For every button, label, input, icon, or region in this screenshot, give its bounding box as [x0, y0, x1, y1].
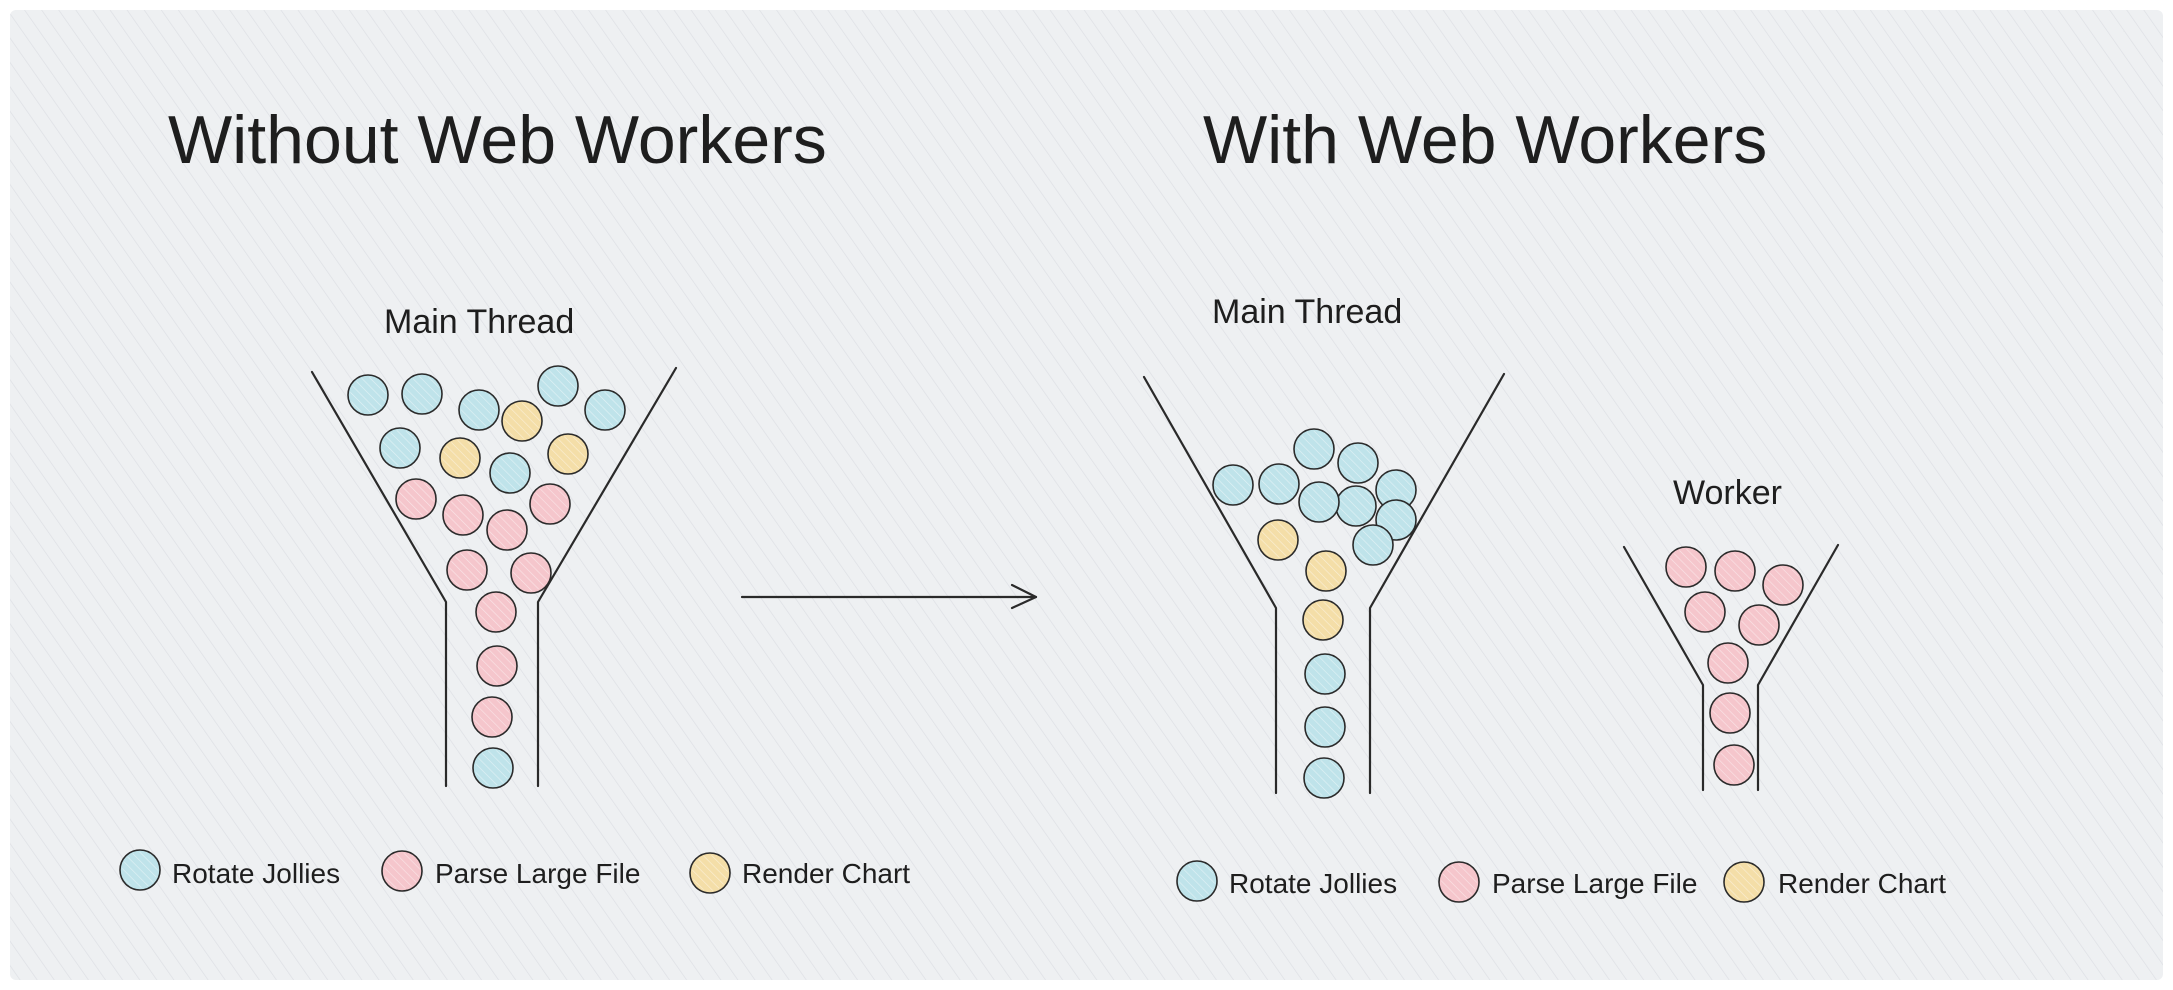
- left-legend-swatch-rotate-shading: [122, 852, 158, 888]
- right-main-ball-group: [1212, 428, 1417, 799]
- main-thread-ball-render-shading: [1308, 553, 1344, 589]
- background-hatch: [10, 10, 2163, 980]
- worker-ball-group: [1665, 546, 1804, 786]
- left-ball-rotate-shading: [461, 392, 497, 428]
- worker-ball-parse-shading: [1710, 645, 1746, 681]
- worker-ball-parse-shading: [1668, 549, 1704, 585]
- worker-ball-parse-shading: [1716, 747, 1752, 783]
- main-thread-ball-rotate-shading: [1378, 472, 1414, 508]
- left-legend-label-parse: Parse Large File: [435, 858, 640, 889]
- right-legend-label-rotate: Rotate Jollies: [1229, 868, 1397, 899]
- main-thread-ball-rotate-shading: [1338, 488, 1374, 524]
- left-legend-swatch-render-shading: [692, 855, 728, 891]
- worker-ball-parse-shading: [1712, 695, 1748, 731]
- right-main-funnel: [1142, 372, 1506, 795]
- left-ball-render-shading: [442, 440, 478, 476]
- main-thread-ball-rotate-shading: [1296, 431, 1332, 467]
- main-thread-ball-rotate-shading: [1355, 527, 1391, 563]
- right-title: With Web Workers: [1203, 102, 1767, 178]
- left-ball-rotate-shading: [492, 455, 528, 491]
- main-thread-ball-rotate-shading: [1378, 502, 1414, 538]
- left-ball-render-shading: [550, 436, 586, 472]
- main-thread-ball-rotate-shading: [1261, 466, 1297, 502]
- left-ball-parse-shading: [474, 699, 510, 735]
- worker-funnel: [1622, 543, 1840, 792]
- main-thread-ball-rotate-shading: [1307, 709, 1343, 745]
- right-legend-swatch-parse-shading: [1441, 864, 1477, 900]
- left-ball-parse-shading: [489, 512, 525, 548]
- left-main-thread-label: Main Thread: [384, 303, 574, 341]
- main-thread-ball-rotate-shading: [1215, 467, 1251, 503]
- worker-ball-parse-shading: [1741, 607, 1777, 643]
- left-ball-parse-shading: [479, 648, 515, 684]
- left-legend-swatch-parse-shading: [384, 853, 420, 889]
- left-ball-group: [347, 365, 626, 789]
- worker-label: Worker: [1673, 474, 1782, 512]
- left-legend-label-render: Render Chart: [742, 858, 910, 889]
- right-arrow-icon: [740, 583, 1038, 610]
- worker-ball-parse-shading: [1717, 553, 1753, 589]
- main-thread-ball-render-shading: [1260, 522, 1296, 558]
- main-thread-ball-render-shading: [1305, 602, 1341, 638]
- right-legend-label-parse: Parse Large File: [1492, 868, 1697, 899]
- left-ball-parse-shading: [532, 486, 568, 522]
- left-ball-parse-shading: [445, 497, 481, 533]
- left-ball-rotate-shading: [475, 750, 511, 786]
- left-legend: Rotate Jollies Parse Large File Render Cha…: [119, 849, 910, 894]
- left-ball-rotate-shading: [587, 392, 623, 428]
- right-legend-swatch-render-shading: [1726, 864, 1762, 900]
- left-ball-rotate-shading: [382, 430, 418, 466]
- right-legend: Rotate Jollies Parse Large File Render Cha…: [1176, 860, 1946, 903]
- left-legend-label-rotate: Rotate Jollies: [172, 858, 340, 889]
- right-main-thread-label: Main Thread: [1212, 293, 1402, 331]
- left-ball-rotate-shading: [404, 376, 440, 412]
- left-ball-parse-shading: [449, 552, 485, 588]
- main-thread-ball-rotate-shading: [1340, 445, 1376, 481]
- right-legend-swatch-rotate-shading: [1179, 863, 1215, 899]
- left-ball-rotate-shading: [540, 368, 576, 404]
- left-ball-parse-shading: [478, 594, 514, 630]
- left-ball-parse-shading: [398, 481, 434, 517]
- left-funnel: [310, 366, 678, 788]
- right-legend-label-render: Render Chart: [1778, 868, 1946, 899]
- left-ball-rotate-shading: [350, 377, 386, 413]
- main-thread-ball-rotate-shading: [1306, 760, 1342, 796]
- worker-ball-parse-shading: [1765, 567, 1801, 603]
- left-ball-render-shading: [504, 403, 540, 439]
- left-title: Without Web Workers: [168, 102, 827, 178]
- left-ball-parse-shading: [513, 555, 549, 591]
- main-thread-ball-rotate-shading: [1307, 656, 1343, 692]
- worker-ball-parse-shading: [1687, 594, 1723, 630]
- main-thread-ball-rotate-shading: [1301, 484, 1337, 520]
